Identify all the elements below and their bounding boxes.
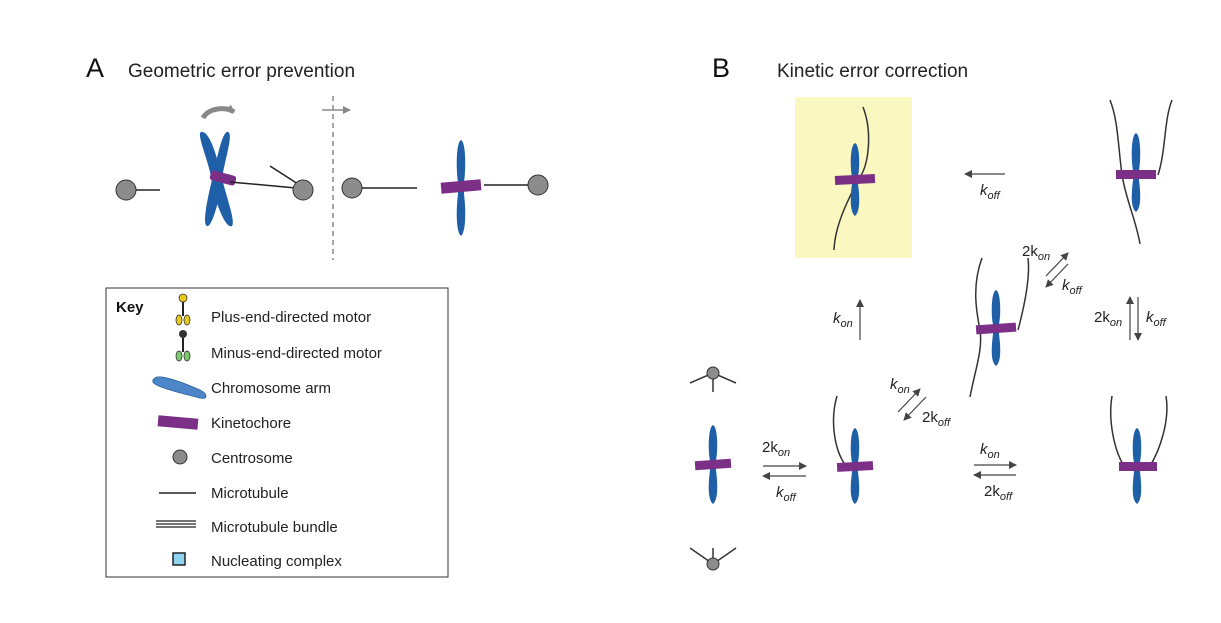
panel-b-letter: B: [712, 53, 730, 83]
key-title: Key: [116, 299, 144, 316]
centrosome-icon: [172, 449, 188, 465]
svg-text:2kon: 2kon: [1022, 243, 1050, 263]
rate-diag-upper: 2kon koff: [1022, 243, 1083, 297]
rate-sub-on: on: [898, 384, 910, 396]
svg-text:2kon: 2kon: [762, 439, 790, 459]
state-middle: [969, 257, 1030, 398]
panel-a-divider: [322, 96, 351, 260]
panel-a-left-centrosome: [115, 179, 160, 201]
key-label-plus-end-motor: Plus-end-directed motor: [211, 309, 371, 326]
plus-end-motor-icon: [175, 293, 191, 326]
key-label-microtubule: Microtubule: [211, 485, 289, 502]
rate-sub-off: off: [784, 492, 797, 504]
key-label-chromosome-arm: Chromosome arm: [211, 380, 331, 397]
rate-sub-off: off: [938, 417, 951, 429]
rate-sub-on: on: [988, 449, 1000, 461]
rate-k: k: [980, 182, 989, 199]
rate-sub-off: off: [1070, 285, 1083, 297]
panel-a-letter: A: [86, 53, 104, 83]
state-bioriented-final: [833, 106, 876, 251]
state-unattached: [689, 366, 737, 571]
key-label-microtubule-bundle: Microtubule bundle: [211, 519, 338, 536]
rate-k: k: [776, 484, 785, 501]
rate-sub-on: on: [778, 447, 790, 459]
svg-text:2koff: 2koff: [922, 409, 951, 429]
panel-a-bioriented-state: [341, 140, 549, 236]
key-label-nucleating-complex: Nucleating complex: [211, 553, 342, 570]
rate-k: k: [1062, 277, 1071, 294]
rate-diag-lower: kon 2koff: [890, 376, 951, 429]
rate-k: k: [890, 376, 899, 393]
rate-k: k: [980, 441, 989, 458]
rate-up-kon: kon: [833, 299, 864, 340]
svg-text:kon: kon: [890, 376, 910, 396]
rate-sub-on: on: [1038, 251, 1050, 263]
rate-horizontal-left: 2kon koff: [762, 439, 807, 504]
nucleating-complex-icon: [172, 552, 186, 566]
rate-sub-off: off: [1000, 491, 1013, 503]
rate-sub-on: on: [841, 318, 853, 330]
rate-k: k: [833, 310, 842, 327]
panel-a-attached-centrosome: [229, 165, 314, 201]
svg-text:2kon: 2kon: [1094, 309, 1122, 329]
svg-text:kon: kon: [980, 441, 1000, 461]
svg-text:2koff: 2koff: [984, 483, 1013, 503]
state-syntelic: [1109, 395, 1168, 504]
svg-text:koff: koff: [776, 484, 797, 504]
panel-b-title: Kinetic error correction: [777, 61, 968, 82]
rate-2k: 2k: [984, 483, 1000, 500]
chromosome-arm-icon: [152, 376, 207, 399]
svg-text:koff: koff: [980, 182, 1001, 202]
rate-horizontal-right: kon 2koff: [973, 441, 1017, 503]
state-monotelic: [832, 395, 874, 504]
key-box: [105, 287, 449, 578]
panel-a-x-chromosome: [199, 131, 237, 227]
rate-sub-off: off: [988, 190, 1001, 202]
svg-text:kon: kon: [833, 310, 853, 330]
rate-vertical-right: 2kon koff: [1094, 296, 1167, 341]
microtubule-bundle-icon: [156, 520, 196, 528]
key-label-minus-end-motor: Minus-end-directed motor: [211, 345, 382, 362]
svg-text:koff: koff: [1062, 277, 1083, 297]
rate-top-koff: koff: [964, 170, 1005, 202]
rotation-arrow-icon: [200, 104, 236, 120]
rate-2k: 2k: [922, 409, 938, 426]
panel-a-title: Geometric error prevention: [128, 61, 355, 82]
kinetochore-icon: [157, 415, 199, 430]
rate-sub-off: off: [1154, 317, 1167, 329]
rate-2k: 2k: [1094, 309, 1110, 326]
rate-k: k: [1146, 309, 1155, 326]
svg-text:koff: koff: [1146, 309, 1167, 329]
rate-2k: 2k: [762, 439, 778, 456]
rate-sub-on: on: [1110, 317, 1122, 329]
state-top-right: [1109, 99, 1173, 245]
rate-2k: 2k: [1022, 243, 1038, 260]
minus-end-motor-icon: [175, 330, 191, 362]
key-label-centrosome: Centrosome: [211, 450, 293, 467]
key-label-kinetochore: Kinetochore: [211, 415, 291, 432]
